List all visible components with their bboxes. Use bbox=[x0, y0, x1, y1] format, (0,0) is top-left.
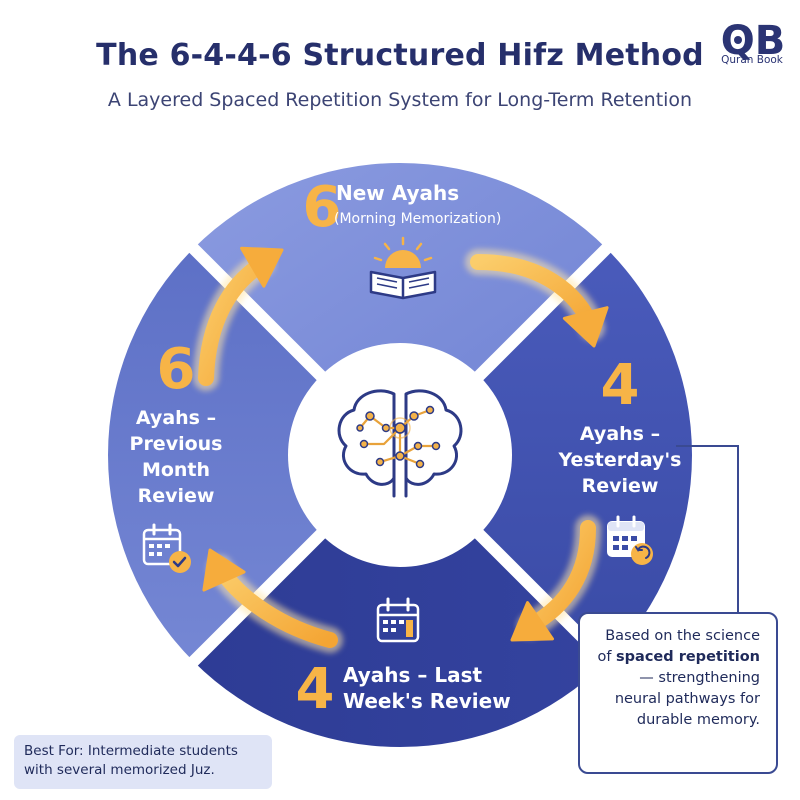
calendar-return-icon bbox=[607, 515, 653, 565]
callout-text: Based on the science of bbox=[597, 628, 760, 665]
arrow-right-to-bottom bbox=[510, 515, 601, 642]
page-title: The 6-4-4-6 Structured Hifz Method bbox=[96, 38, 704, 73]
segment-separator bbox=[466, 241, 614, 389]
best-for-note: Best For: Intermediate students with sev… bbox=[14, 735, 272, 789]
sunrise-book-icon bbox=[369, 236, 437, 300]
segment-label: Ayahs – Last bbox=[343, 663, 483, 687]
segment-number: 4 bbox=[296, 657, 335, 722]
quran-book-logo: QB bbox=[721, 18, 786, 64]
segment-label: New Ayahs bbox=[336, 181, 459, 205]
segment-bottom: 4 Ayahs – Last Week's Review bbox=[296, 657, 511, 722]
segment-number: 6 bbox=[303, 175, 342, 240]
segment-label: Review bbox=[582, 475, 659, 497]
page-subtitle: A Layered Spaced Repetition System for L… bbox=[107, 89, 693, 111]
callout-text: — strengthening neural pathways for dura… bbox=[614, 670, 760, 728]
science-callout: Based on the science of spaced repetitio… bbox=[578, 612, 778, 774]
segment-right: 4 Ayahs – Yesterday's Review bbox=[558, 353, 682, 497]
arrow-bottom-to-left bbox=[202, 548, 343, 653]
segment-separator bbox=[186, 241, 334, 389]
segment-number: 6 bbox=[157, 337, 196, 402]
segment-label: Review bbox=[138, 485, 215, 507]
segment-left: 6 Ayahs – Previous Month Review bbox=[130, 337, 223, 507]
calendar-check-icon bbox=[142, 523, 191, 573]
segment-label: Ayahs – bbox=[580, 423, 660, 445]
segment-bottom-wedge bbox=[193, 455, 607, 747]
segment-right-wedge bbox=[400, 248, 692, 662]
best-for-line: Best For: Intermediate students bbox=[24, 743, 238, 759]
segment-label: Yesterday's bbox=[558, 449, 682, 471]
arrow-top-to-right bbox=[465, 249, 609, 348]
arrow-left-to-top bbox=[193, 246, 284, 391]
best-for-line: with several memorized Juz. bbox=[24, 762, 215, 778]
segment-label: Week's Review bbox=[343, 689, 511, 713]
logo-name: Quran Book bbox=[721, 54, 783, 66]
segment-label: Month bbox=[142, 459, 210, 481]
callout-emphasis: spaced repetition bbox=[616, 649, 760, 665]
brain-circuit-icon bbox=[337, 389, 463, 498]
segment-top: 6 New Ayahs (Morning Memorization) bbox=[303, 175, 502, 240]
segment-label: Previous bbox=[130, 433, 223, 455]
segment-number: 4 bbox=[601, 353, 640, 418]
segment-top-wedge bbox=[193, 163, 607, 455]
logo-monogram: QB bbox=[721, 18, 786, 64]
segment-label: Ayahs – bbox=[136, 407, 216, 429]
callout-connector bbox=[676, 445, 739, 612]
calendar-week-icon bbox=[376, 597, 420, 643]
segment-note: (Morning Memorization) bbox=[334, 211, 501, 227]
